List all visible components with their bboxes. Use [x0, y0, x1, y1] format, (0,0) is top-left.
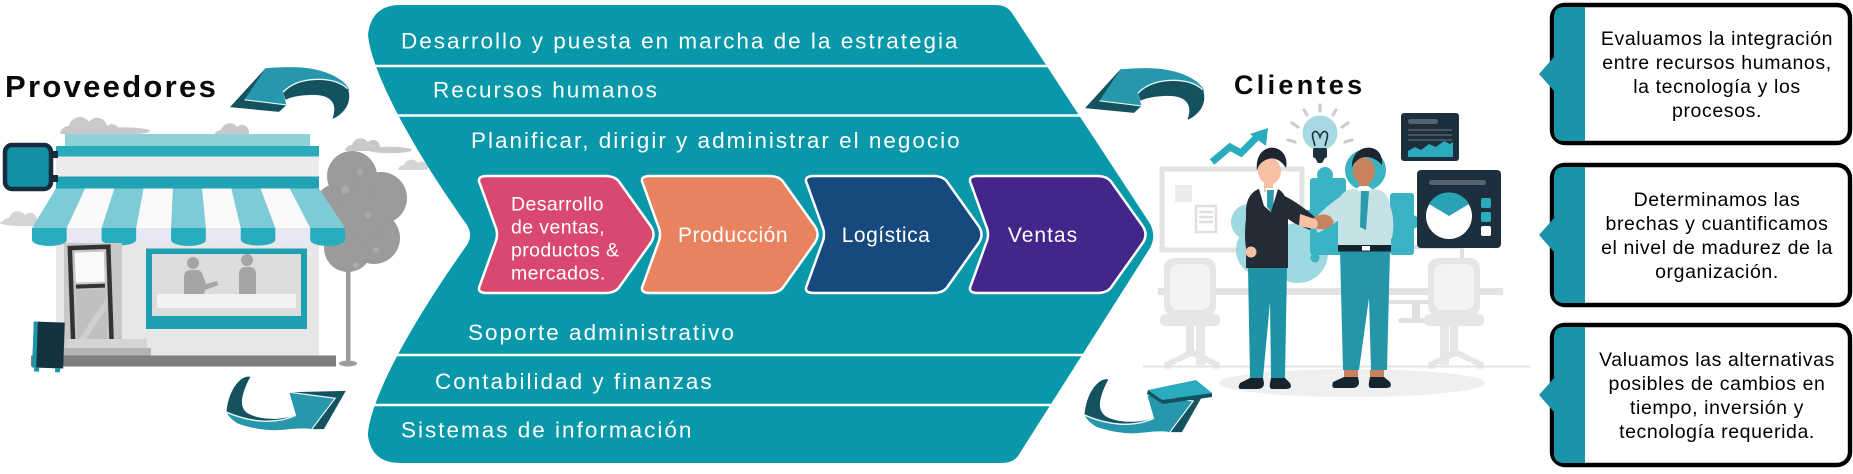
svg-text:Soporte administrativo: Soporte administrativo — [468, 320, 736, 345]
svg-text:tecnología requerida.: tecnología requerida. — [1619, 421, 1815, 443]
svg-text:entre recursos humanos,: entre recursos humanos, — [1602, 52, 1832, 74]
svg-text:Producción: Producción — [678, 224, 788, 247]
svg-text:Contabilidad y finanzas: Contabilidad y finanzas — [435, 369, 714, 394]
svg-text:Valuamos las alternativas: Valuamos las alternativas — [1599, 349, 1835, 371]
svg-text:procesos.: procesos. — [1672, 100, 1762, 122]
svg-text:de ventas,: de ventas, — [511, 217, 605, 239]
svg-text:Desarrollo y puesta en marcha: Desarrollo y puesta en marcha de la estr… — [401, 29, 960, 54]
svg-text:posibles de cambios en: posibles de cambios en — [1609, 373, 1826, 395]
svg-text:Proveedores: Proveedores — [5, 69, 218, 104]
svg-text:brechas y cuantificamos: brechas y cuantificamos — [1606, 213, 1829, 235]
svg-text:organización.: organización. — [1655, 261, 1779, 283]
svg-text:mercados.: mercados. — [511, 263, 606, 285]
svg-text:el nivel de madurez de la: el nivel de madurez de la — [1601, 237, 1833, 259]
svg-text:Determinamos las: Determinamos las — [1634, 189, 1801, 211]
svg-text:Desarrollo: Desarrollo — [511, 194, 604, 216]
svg-text:tiempo, inversión y: tiempo, inversión y — [1630, 397, 1804, 419]
svg-text:Ventas: Ventas — [1008, 224, 1078, 247]
svg-text:Recursos humanos: Recursos humanos — [433, 78, 659, 103]
svg-text:productos &: productos & — [511, 240, 619, 262]
svg-text:Sistemas de información: Sistemas de información — [401, 418, 693, 443]
svg-text:Evaluamos la integración: Evaluamos la integración — [1601, 28, 1833, 50]
svg-text:Clientes: Clientes — [1234, 70, 1365, 100]
svg-text:Planificar, dirigir y administ: Planificar, dirigir y administrar el neg… — [471, 128, 962, 153]
svg-text:la tecnología y los: la tecnología y los — [1633, 76, 1801, 98]
svg-text:Logística: Logística — [842, 224, 931, 247]
